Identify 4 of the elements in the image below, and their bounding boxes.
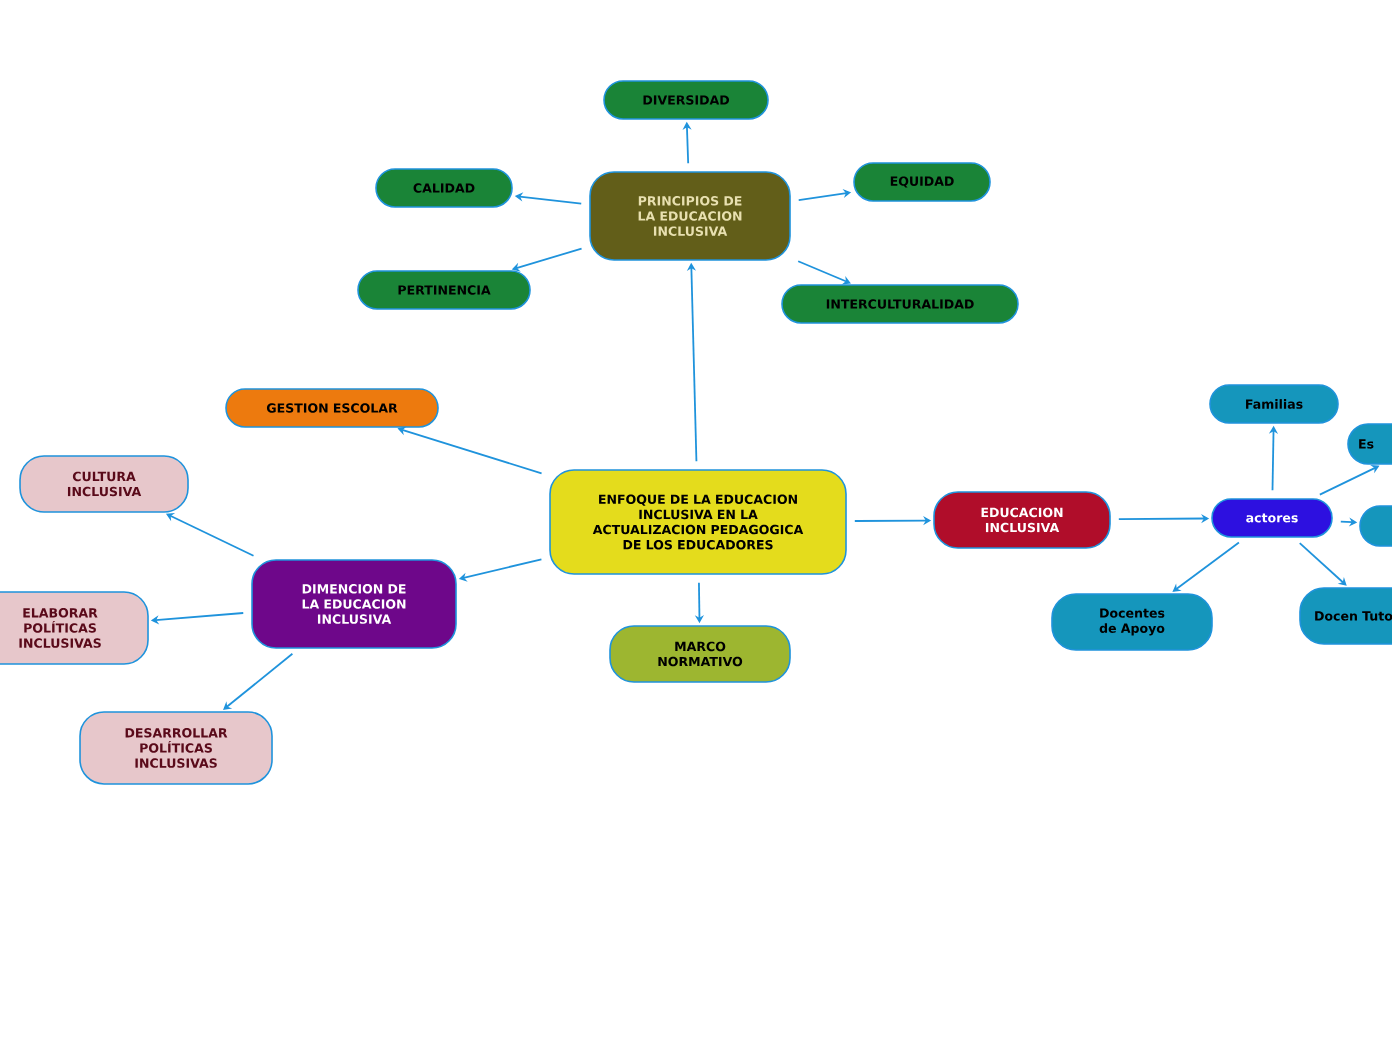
arrow bbox=[797, 260, 851, 285]
arrow bbox=[1298, 542, 1347, 586]
arrow bbox=[1172, 541, 1240, 592]
arrow bbox=[223, 652, 294, 710]
